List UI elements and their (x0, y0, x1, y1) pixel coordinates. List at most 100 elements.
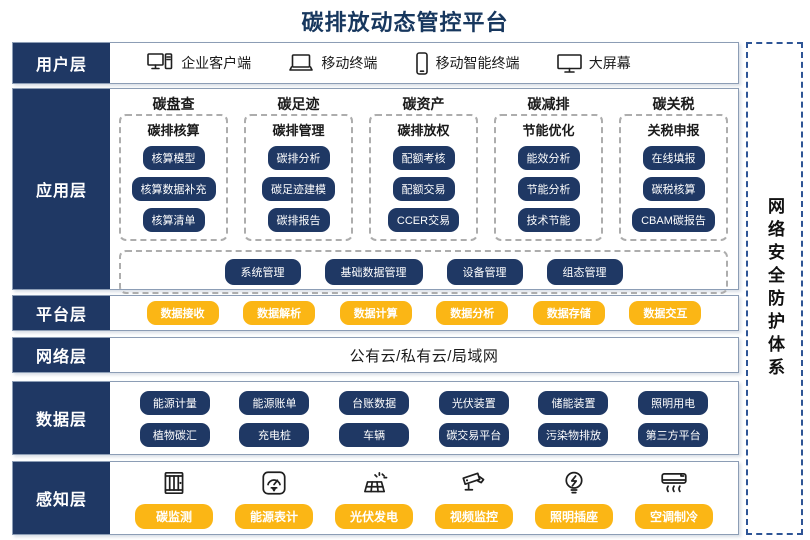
app-column-header: 碳盘查 (152, 96, 195, 112)
app-common-chip: 系统管理 (224, 259, 301, 285)
app-column-box: 碳排核算 核算模型 核算数据补充 核算清单 (119, 114, 228, 241)
app-column-box: 节能优化 能效分析 节能分析 技术节能 (494, 114, 603, 241)
user-layer-row: 用户层 企业客户端 移动终端 移动智能终端 大屏幕 (12, 42, 739, 84)
app-common-chip: 设备管理 (446, 259, 523, 285)
data-source-chip: 碳交易平台 (438, 423, 509, 447)
user-layer-label: 用户层 (13, 43, 110, 83)
app-function-chip: CBAM碳报告 (632, 208, 715, 232)
app-layer-content: 碳盘查 碳排核算 核算模型 核算数据补充 核算清单 碳足迹 碳排管理 碳排分析 … (110, 89, 738, 294)
perception-layer-content: 碳监测 能源表计 光伏发电 视频监控 照明插座 (110, 462, 738, 534)
user-item-label: 移动终端 (321, 55, 378, 71)
app-function-chip: 能效分析 (517, 146, 580, 170)
perception-item-label: 照明插座 (535, 503, 613, 529)
app-function-chip: CCER交易 (387, 208, 460, 232)
energy-meter-icon (259, 468, 289, 498)
air-conditioning-icon (659, 468, 689, 498)
app-function-chip: 配额交易 (392, 177, 455, 201)
perception-item-energy-meter: 能源表计 (224, 468, 324, 529)
data-source-chip: 台账数据 (339, 391, 410, 415)
app-function-chip: 节能分析 (517, 177, 580, 201)
app-function-chip: 碳排报告 (267, 208, 330, 232)
data-source-chip: 充电桩 (239, 423, 310, 447)
perception-item-lighting-socket: 照明插座 (524, 468, 624, 529)
desktop-client-icon (147, 52, 174, 74)
user-layer-content: 企业客户端 移动终端 移动智能终端 大屏幕 (110, 43, 738, 83)
platform-chip: 数据分析 (436, 301, 509, 325)
data-source-chip: 车辆 (339, 423, 410, 447)
app-column-subheader: 碳排核算 (147, 123, 200, 138)
data-source-chip: 光伏装置 (438, 391, 509, 415)
data-layer-row: 数据层 能源计量 能源账单 台账数据 光伏装置 储能装置 照明用电 植物碳汇 充… (12, 381, 739, 455)
app-common-management-box: 系统管理 基础数据管理 设备管理 组态管理 (119, 250, 728, 294)
carbon-monitoring-icon (159, 468, 189, 498)
app-column-header: 碳关税 (652, 96, 695, 112)
perception-layer-row: 感知层 碳监测 能源表计 光伏发电 视频监控 (12, 461, 739, 535)
app-function-chip: 碳排分析 (267, 146, 330, 170)
user-item-smart-mobile: 移动智能终端 (415, 51, 520, 75)
perception-item-air-conditioning: 空调制冷 (624, 468, 724, 529)
app-common-chip: 组态管理 (546, 259, 623, 285)
app-function-chip: 核算清单 (142, 208, 205, 232)
platform-chip: 数据存储 (532, 301, 605, 325)
platform-layer-content: 数据接收 数据解析 数据计算 数据分析 数据存储 数据交互 (110, 296, 738, 330)
perception-item-solar-power: 光伏发电 (324, 468, 424, 529)
security-sidebar-label: 网络安全防护体系 (765, 196, 784, 381)
platform-layer-row: 平台层 数据接收 数据解析 数据计算 数据分析 数据存储 数据交互 (12, 295, 739, 331)
perception-item-carbon-monitoring: 碳监测 (124, 468, 224, 529)
network-layer-text: 公有云/私有云/局域网 (349, 347, 499, 365)
laptop-icon (288, 53, 314, 73)
app-column-carbon-reduction: 碳减排 节能优化 能效分析 节能分析 技术节能 (494, 94, 603, 241)
data-source-chip: 第三方平台 (638, 423, 709, 447)
perception-layer-label: 感知层 (13, 462, 110, 534)
app-column-subheader: 关税申报 (647, 123, 700, 138)
app-layer-label: 应用层 (13, 89, 110, 289)
user-item-label: 企业客户端 (181, 55, 252, 71)
app-function-chip: 在线填报 (642, 146, 705, 170)
user-item-enterprise-client: 企业客户端 (147, 52, 251, 74)
network-layer-content: 公有云/私有云/局域网 (110, 338, 738, 372)
perception-item-label: 视频监控 (435, 503, 513, 529)
perception-item-video-surveillance: 视频监控 (424, 468, 524, 529)
app-column-subheader: 碳排管理 (272, 123, 325, 138)
network-layer-row: 网络层 公有云/私有云/局域网 (12, 337, 739, 373)
data-layer-label: 数据层 (13, 382, 110, 454)
app-column-box: 碳排管理 碳排分析 碳足迹建模 碳排报告 (244, 114, 353, 241)
data-layer-content: 能源计量 能源账单 台账数据 光伏装置 储能装置 照明用电 植物碳汇 充电桩 车… (110, 382, 738, 456)
security-sidebar: 网络安全防护体系 (746, 42, 803, 535)
data-source-chip: 植物碳汇 (139, 423, 210, 447)
app-column-box: 碳排放权 配额考核 配额交易 CCER交易 (369, 114, 478, 241)
perception-item-label: 空调制冷 (635, 503, 713, 529)
big-screen-icon (556, 53, 582, 74)
app-function-chip: 碳税核算 (642, 177, 705, 201)
data-source-chip: 污染物排放 (538, 423, 609, 447)
app-layer-row: 应用层 碳盘查 碳排核算 核算模型 核算数据补充 核算清单 碳足迹 碳排管理 碳… (12, 88, 739, 294)
app-function-chip: 核算模型 (142, 146, 205, 170)
app-columns: 碳盘查 碳排核算 核算模型 核算数据补充 核算清单 碳足迹 碳排管理 碳排分析 … (119, 94, 730, 241)
perception-item-label: 光伏发电 (335, 503, 413, 529)
data-source-chip: 储能装置 (538, 391, 609, 415)
perception-item-label: 能源表计 (235, 503, 313, 529)
app-column-carbon-asset: 碳资产 碳排放权 配额考核 配额交易 CCER交易 (369, 94, 478, 241)
solar-power-icon (359, 468, 389, 498)
data-source-chip: 照明用电 (638, 391, 709, 415)
app-column-header: 碳减排 (527, 96, 570, 112)
app-column-subheader: 碳排放权 (397, 123, 450, 138)
user-item-mobile-terminal: 移动终端 (288, 53, 377, 73)
app-column-box: 关税申报 在线填报 碳税核算 CBAM碳报告 (619, 114, 728, 241)
app-common-chip: 基础数据管理 (324, 259, 423, 285)
app-column-subheader: 节能优化 (522, 123, 575, 138)
app-function-chip: 碳足迹建模 (262, 177, 335, 201)
app-column-carbon-tariff: 碳关税 关税申报 在线填报 碳税核算 CBAM碳报告 (619, 94, 728, 241)
user-item-big-screen: 大屏幕 (556, 53, 631, 74)
app-column-header: 碳足迹 (277, 96, 320, 112)
data-source-chip: 能源计量 (139, 391, 210, 415)
user-item-label: 移动智能终端 (435, 55, 520, 71)
platform-layer-label: 平台层 (13, 296, 110, 330)
platform-chip: 数据解析 (243, 301, 316, 325)
platform-chip: 数据接收 (146, 301, 219, 325)
app-column-carbon-inventory: 碳盘查 碳排核算 核算模型 核算数据补充 核算清单 (119, 94, 228, 241)
video-surveillance-icon (459, 468, 489, 498)
app-column-carbon-footprint: 碳足迹 碳排管理 碳排分析 碳足迹建模 碳排报告 (244, 94, 353, 241)
smartphone-icon (415, 51, 429, 75)
app-function-chip: 配额考核 (392, 146, 455, 170)
